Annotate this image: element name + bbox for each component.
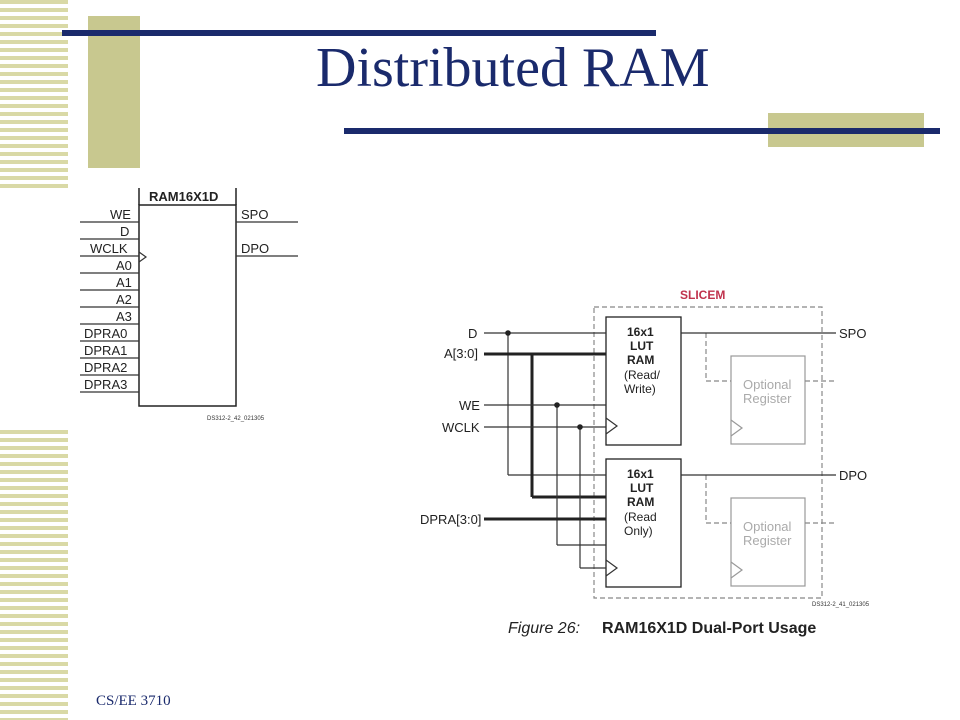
- slide-footer: CS/EE 3710: [96, 693, 171, 709]
- lut-read-only: 16x1 LUT RAM (Read Only): [605, 458, 682, 588]
- bus-address: [484, 352, 606, 499]
- wire-we: [484, 402, 606, 546]
- lut-read-write: 16x1 LUT RAM (Read/ Write): [605, 316, 682, 446]
- input-we-label: WE: [459, 398, 480, 413]
- pin-a1: A1: [116, 275, 132, 290]
- svg-text:(Read/: (Read/: [624, 368, 661, 382]
- title-rule-top: [62, 30, 656, 36]
- figure-caption: RAM16X1D Dual-Port Usage: [602, 620, 816, 637]
- pin-dpo: DPO: [241, 241, 269, 256]
- input-dpra-label: DPRA[3:0]: [420, 512, 481, 527]
- decorative-olive-block-left: [88, 16, 140, 168]
- svg-text:Write): Write): [624, 382, 656, 396]
- svg-text:16x1: 16x1: [627, 325, 654, 339]
- input-wclk-label: WCLK: [442, 420, 480, 435]
- svg-text:RAM: RAM: [627, 495, 654, 509]
- pin-a2: A2: [116, 292, 132, 307]
- pin-dpra1: DPRA1: [84, 343, 127, 358]
- decorative-stripes-top: [0, 0, 68, 190]
- svg-text:(Read: (Read: [624, 510, 657, 524]
- pin-dpra3: DPRA3: [84, 377, 127, 392]
- output-dpo-label: DPO: [839, 468, 867, 483]
- pin-a0: A0: [116, 258, 132, 273]
- svg-text:Optional: Optional: [743, 377, 792, 392]
- optional-register-bottom: Optional Register: [730, 497, 806, 587]
- title-rule-bottom: [344, 128, 940, 134]
- symbol-input-pins: WE D WCLK A0 A1 A2 A3 DPRA0 DPRA1 DPRA2 …: [80, 207, 148, 393]
- svg-text:Register: Register: [743, 391, 792, 406]
- wire-wclk: [484, 424, 606, 569]
- wire-d: [484, 330, 606, 476]
- symbol-block: RAM16X1D: [138, 188, 237, 407]
- pin-d: D: [120, 224, 129, 239]
- output-spo-label: SPO: [839, 326, 866, 341]
- symbol-name: RAM16X1D: [149, 189, 218, 204]
- clock-triangle-icon: [138, 251, 148, 263]
- svg-text:16x1: 16x1: [627, 467, 654, 481]
- register-bypass-bottom: [705, 475, 836, 524]
- symbol-output-pins: SPO DPO: [236, 207, 298, 257]
- svg-text:Optional: Optional: [743, 519, 792, 534]
- pin-dpra0: DPRA0: [84, 326, 127, 341]
- symbol-ref: DS312-2_42_021305: [207, 416, 265, 422]
- pin-a3: A3: [116, 309, 132, 324]
- output-wires: [681, 332, 836, 476]
- pin-dpra2: DPRA2: [84, 360, 127, 375]
- decorative-stripes-bottom: [0, 430, 68, 720]
- svg-text:Register: Register: [743, 533, 792, 548]
- register-bypass-top: [705, 333, 836, 382]
- input-d-label: D: [468, 326, 477, 341]
- slide-title: Distributed RAM: [316, 37, 710, 99]
- svg-text:RAM: RAM: [627, 353, 654, 367]
- figure-number: Figure 26:: [508, 620, 580, 637]
- input-a-label: A[3:0]: [444, 346, 478, 361]
- svg-text:LUT: LUT: [630, 481, 654, 495]
- svg-text:Only): Only): [624, 524, 653, 538]
- optional-register-top: Optional Register: [730, 355, 806, 445]
- slicem-boundary: [593, 306, 823, 599]
- pin-wclk: WCLK: [90, 241, 128, 256]
- slicem-ref: DS312-2_41_021305: [812, 602, 870, 608]
- pin-spo: SPO: [241, 207, 268, 222]
- pin-we: WE: [110, 207, 131, 222]
- svg-text:LUT: LUT: [630, 339, 654, 353]
- slicem-label: SLICEM: [680, 288, 725, 302]
